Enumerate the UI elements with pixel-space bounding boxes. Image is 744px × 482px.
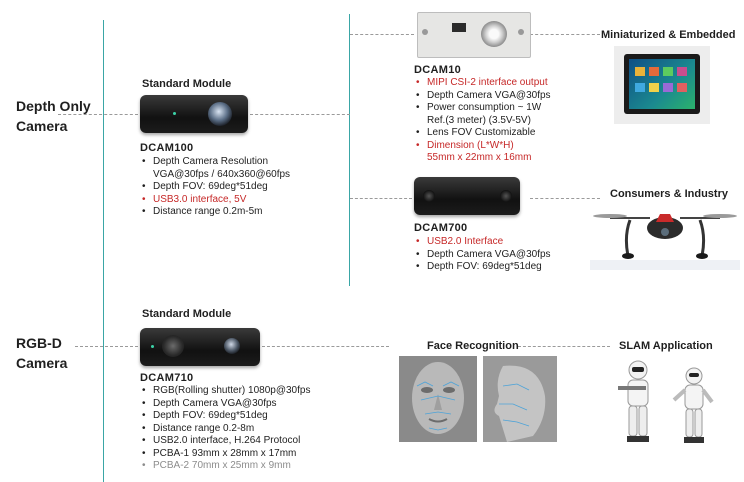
dcam710-camera-image [140,328,260,366]
category-rgbd: RGB-D Camera [16,335,68,371]
spec-item: Depth FOV: 69deg*51deg [140,181,290,194]
connector-dcam100-right [250,114,350,115]
spec-item: Distance range 0.2m-5m [140,206,290,219]
dcam10-model: DCAM10 [414,64,462,76]
robot-left [618,360,649,442]
spec-item: Dimension (L*W*H) [414,140,551,153]
face-side-mesh-lines [499,383,530,427]
nose-shape [434,394,442,410]
spec-item: Depth Camera Resolution [140,156,290,169]
drone-camera-icon [661,228,669,236]
spec-item: USB3.0 interface, 5V [140,194,290,207]
dcam710-model: DCAM710 [140,372,194,384]
spec-item: Distance range 0.2-8m [140,423,310,436]
spec-item: Ref.(3 meter) (3.5V-5V) [427,114,531,126]
dcam100-spec-list: Depth Camera Resolution VGA@30fps / 640x… [140,156,290,219]
connector-dcam710-right [262,346,389,347]
spec-item: Power consumption ~ 1W [414,102,551,115]
left-divider-line [103,20,104,482]
dcam700-model: DCAM700 [414,222,468,234]
eye-icon [421,387,433,393]
spec-item: MIPI CSI-2 interface output [414,77,551,90]
tablet-bezel [624,54,700,114]
robot-right [672,367,714,443]
indicator-led-icon [173,112,176,115]
tablet-screen [629,59,695,109]
dcam710-spec-list: RGB(Rolling shutter) 1080p@30fps Depth C… [140,385,310,473]
lens-icon [208,102,232,126]
tray-shape [618,386,646,390]
landing-leg [698,219,706,257]
center-divider-line [349,14,350,286]
propeller-icon [593,214,627,218]
dcam700-spec-list: USB2.0 Interface Depth Camera VGA@30fps … [414,236,551,274]
propeller-icon [703,214,737,218]
lens-icon [162,335,184,357]
drone-top-accent [656,214,674,222]
mouth-shape [428,418,448,423]
category-depth-only: Depth Only Camera [16,98,91,134]
spec-item: PCBA-1 93mm x 28mm x 17mm [140,448,310,461]
lens-icon [500,190,512,202]
app-embedded-label: Miniaturized & Embedded [601,29,736,41]
lens-icon [224,338,240,354]
face-mesh-image [399,356,557,442]
app-face-label: Face Recognition [427,340,519,352]
connector-face [518,346,610,347]
app-tile-icon [635,67,645,76]
app-slam-label: SLAM Application [619,340,713,352]
spec-item: Depth FOV: 69deg*51deg [140,410,310,423]
app-tile-icon [635,83,645,92]
indicator-led-icon [151,345,154,348]
lens-icon [423,190,435,202]
landing-foot [622,253,634,259]
chip-icon [452,23,466,32]
connector-consumer [530,198,600,199]
app-tile-icon [663,67,673,76]
spec-item: Depth FOV: 69deg*51deg [414,261,551,274]
connector-dcam700 [350,198,412,199]
standard-module-label-2: Standard Module [142,308,232,320]
connector-embedded [530,34,600,35]
spec-item: PCBA-2 70mm x 25mm x 9mm [140,460,310,473]
standard-module-label-1: Standard Module [142,78,232,90]
spec-item: RGB(Rolling shutter) 1080p@30fps [140,385,310,398]
robots-image [618,360,714,443]
spec-item: Depth Camera VGA@30fps [414,249,551,262]
dcam100-camera-image [140,95,248,133]
app-tile-icon [649,67,659,76]
app-consumer-label: Consumers & Industry [610,188,728,200]
connector-dcam10 [350,34,414,35]
spec-item: 55mm x 22mm x 16mm [427,152,532,163]
spec-item: Lens FOV Customizable [414,127,551,140]
spec-item: Depth Camera VGA@30fps [414,90,551,103]
eye-icon [443,387,455,393]
spec-item: USB2.0 Interface [414,236,551,249]
dcam10-board-image [417,12,531,58]
landing-leg [624,219,632,257]
dcam10-spec-list: MIPI CSI-2 interface output Depth Camera… [414,77,551,165]
app-tile-icon [649,83,659,92]
connector-rgbd [75,346,138,347]
spec-item: Depth Camera VGA@30fps [140,398,310,411]
connector-depth-only [58,114,138,115]
app-tile-icon [677,83,687,92]
app-tile-icon [663,83,673,92]
face-side [494,365,546,442]
spec-item: VGA@30fps / 640x360@60fps [153,168,291,180]
dcam700-camera-image [414,177,520,215]
lens-icon [481,21,507,47]
app-tile-icon [677,67,687,76]
spec-item: USB2.0 interface, H.264 Protocol [140,435,310,448]
embedded-panel-image [614,46,710,124]
dcam100-model: DCAM100 [140,142,194,154]
mount-hole-icon [422,29,428,35]
mount-hole-icon [518,29,524,35]
ground-shadow [590,260,740,270]
landing-foot [696,253,708,259]
face-mesh-lines [416,381,460,431]
drone-image [590,214,740,270]
